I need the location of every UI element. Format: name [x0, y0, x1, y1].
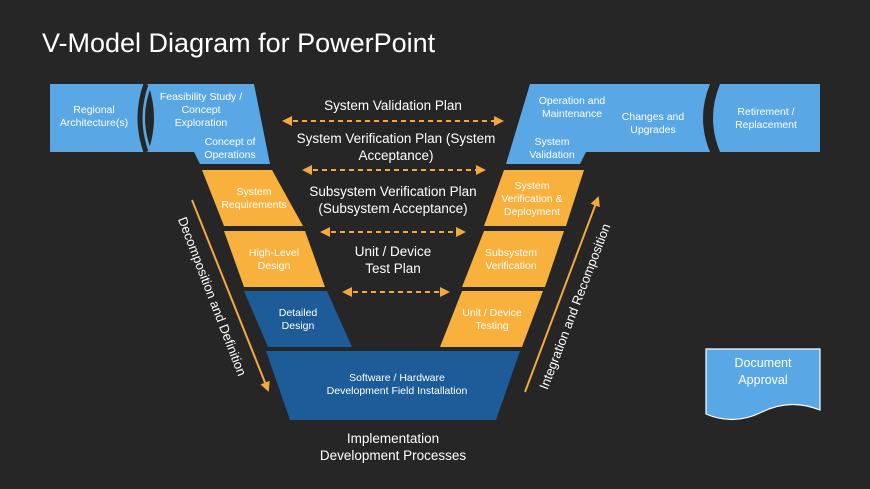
software-hardware-box	[266, 351, 520, 420]
regional-architecture-box	[50, 84, 152, 152]
label-line: Detailed	[279, 307, 318, 319]
label-line: Acceptance)	[358, 148, 433, 163]
system-verification-box	[484, 170, 584, 226]
label-line: System Validation Plan	[324, 98, 462, 113]
separator-wave	[137, 83, 149, 153]
label-line: Operation and	[539, 95, 606, 107]
feasibility-box	[148, 84, 270, 164]
label-line: Validation	[529, 149, 574, 161]
label-line: Software / Hardware	[349, 372, 445, 384]
integration-arrow	[524, 196, 600, 393]
label-line: High-Level	[249, 247, 299, 259]
label-line: Development Processes	[320, 448, 467, 463]
label-line: Subsystem Verification Plan	[309, 184, 476, 199]
label-line: Development Field Installation	[327, 385, 468, 397]
label-line: Feasibility Study /	[160, 91, 242, 103]
label-line: Implementation	[347, 431, 439, 446]
label-line: Document	[735, 356, 792, 370]
label-line: System	[534, 136, 569, 148]
separator-wave	[705, 82, 718, 154]
label-line: Maintenance	[542, 108, 602, 120]
system-requirements-box	[202, 170, 303, 226]
decomposition-arrow	[191, 199, 270, 392]
label-line: Retirement /	[737, 106, 794, 118]
subsystem-plan-label: Subsystem Verification Plan (Subsystem Ac…	[309, 184, 476, 216]
label-line: System	[236, 186, 271, 198]
document-approval-shape	[705, 348, 821, 421]
label-line: System Verification Plan (System	[297, 131, 496, 146]
label-line: Concept of	[205, 136, 256, 148]
label-line: Requirements	[221, 199, 286, 211]
label-line: Unit / Device	[462, 307, 522, 319]
high-level-design-box	[224, 231, 325, 287]
label-line: (Subsystem Acceptance)	[318, 201, 467, 216]
label-line: Testing	[475, 320, 508, 332]
label-line: Exploration	[175, 117, 228, 129]
label-line: Deployment	[504, 206, 560, 218]
detailed-design-box	[244, 291, 352, 347]
subsystem-verification-box	[462, 231, 564, 287]
validation-plan-label: System Validation Plan	[324, 98, 462, 113]
label-line: Architecture(s)	[60, 117, 128, 129]
label-line: Upgrades	[630, 124, 676, 136]
label-line: Subsystem	[485, 247, 537, 259]
label-line: Test Plan	[365, 261, 421, 276]
label-line: Unit / Device	[355, 244, 432, 259]
retirement-box	[713, 84, 820, 152]
label-line: Design	[282, 320, 315, 332]
label-line: Design	[258, 260, 291, 272]
label-line: Changes and	[622, 111, 685, 123]
label-line: Concept	[181, 104, 220, 116]
label-line: Approval	[738, 373, 787, 387]
label-line: System	[514, 180, 549, 192]
label-line: Verification	[485, 260, 537, 272]
unit-device-testing-box	[440, 291, 543, 347]
label-line: Verification &	[501, 193, 562, 205]
operation-validation-box	[506, 84, 710, 164]
retirement-label: Retirement /Replacement	[735, 106, 797, 131]
label-line: Replacement	[735, 119, 797, 131]
label-line: Operations	[204, 149, 255, 161]
slide-title: V-Model Diagram for PowerPoint	[42, 28, 436, 58]
label-line: Regional	[73, 104, 114, 116]
